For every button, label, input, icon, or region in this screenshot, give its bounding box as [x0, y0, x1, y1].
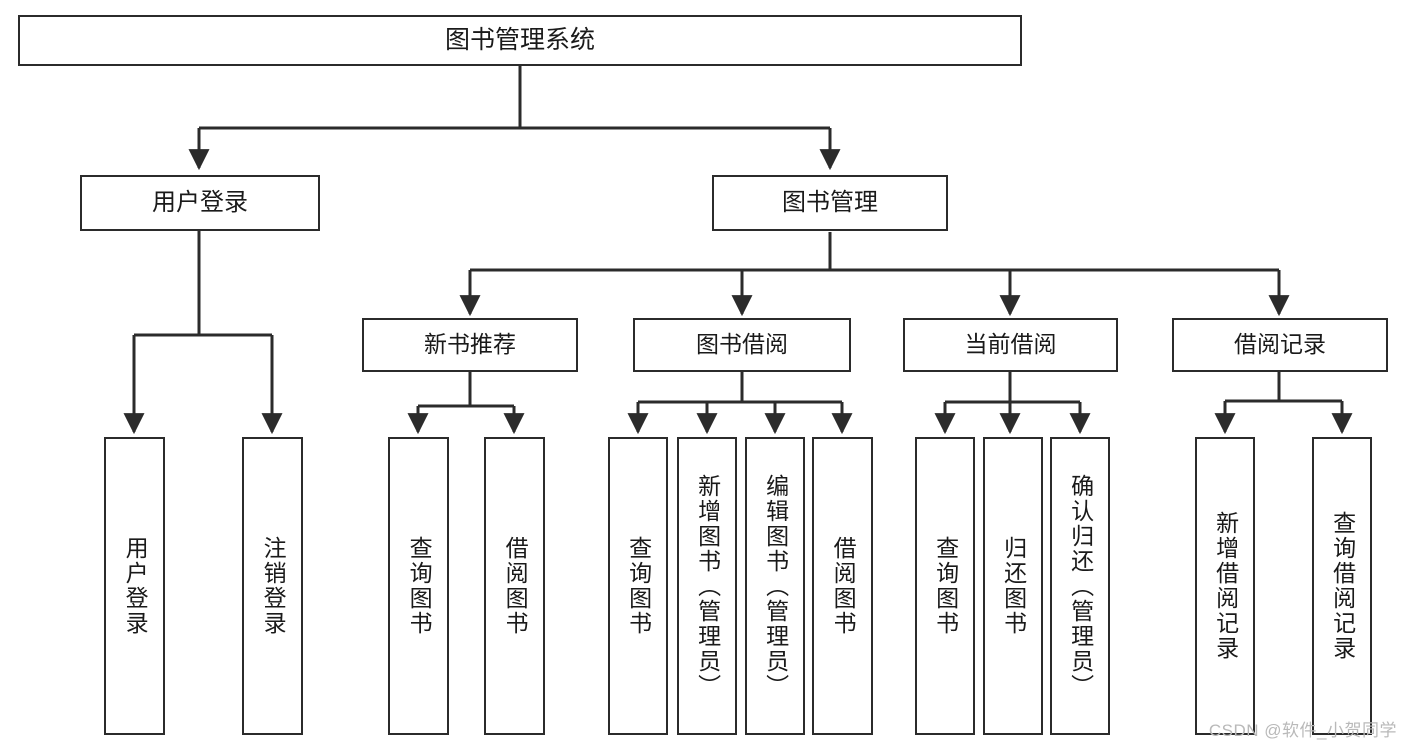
- node-root-system[interactable]: 图书管理系统: [18, 15, 1022, 66]
- node-label: 图书管理: [782, 188, 878, 216]
- node-leaf-add-record[interactable]: 新增借阅记录: [1195, 437, 1255, 735]
- node-label: 借阅记录: [1234, 331, 1326, 358]
- node-label: 借阅图书: [502, 536, 529, 636]
- watermark: CSDN @软件_小贺同学: [1208, 721, 1397, 740]
- node-leaf-return-book[interactable]: 归还图书: [983, 437, 1043, 735]
- node-label: 注销登录: [260, 536, 287, 636]
- node-leaf-query-book-recommend[interactable]: 查询图书: [388, 437, 449, 735]
- node-label: 借阅图书: [830, 536, 857, 636]
- node-book-manage[interactable]: 图书管理: [712, 175, 948, 231]
- node-label: 归还图书: [1000, 536, 1027, 636]
- node-label: 编辑图书（管理员）: [762, 473, 789, 699]
- node-borrow-record[interactable]: 借阅记录: [1172, 318, 1388, 372]
- node-label: 用户登录: [122, 536, 149, 636]
- node-label: 查询图书: [932, 536, 959, 636]
- node-leaf-query-book-borrow[interactable]: 查询图书: [608, 437, 668, 735]
- node-leaf-user-login[interactable]: 用户登录: [104, 437, 165, 735]
- node-leaf-borrow-book[interactable]: 借阅图书: [812, 437, 873, 735]
- node-leaf-add-book[interactable]: 新增图书（管理员）: [677, 437, 737, 735]
- node-label: 查询借阅记录: [1329, 511, 1356, 661]
- node-label: 新增借阅记录: [1212, 511, 1239, 661]
- node-leaf-confirm-return[interactable]: 确认归还（管理员）: [1050, 437, 1110, 735]
- node-label: 新书推荐: [424, 331, 516, 358]
- node-leaf-logout-login[interactable]: 注销登录: [242, 437, 303, 735]
- node-label: 图书借阅: [696, 331, 788, 358]
- node-book-borrow[interactable]: 图书借阅: [633, 318, 851, 372]
- node-label: 图书管理系统: [444, 25, 595, 54]
- node-leaf-query-record[interactable]: 查询借阅记录: [1312, 437, 1372, 735]
- node-new-book-recommend[interactable]: 新书推荐: [362, 318, 578, 372]
- node-leaf-query-book-current[interactable]: 查询图书: [915, 437, 975, 735]
- node-leaf-edit-book[interactable]: 编辑图书（管理员）: [745, 437, 805, 735]
- node-current-borrow[interactable]: 当前借阅: [903, 318, 1118, 372]
- node-label: 确认归还（管理员）: [1067, 473, 1094, 699]
- node-label: 查询图书: [625, 536, 652, 636]
- node-label: 用户登录: [152, 188, 248, 216]
- node-user-login[interactable]: 用户登录: [80, 175, 320, 231]
- node-label: 查询图书: [406, 536, 433, 636]
- node-leaf-borrow-book-recommend[interactable]: 借阅图书: [484, 437, 545, 735]
- node-label: 当前借阅: [964, 331, 1057, 358]
- node-label: 新增图书（管理员）: [694, 473, 721, 699]
